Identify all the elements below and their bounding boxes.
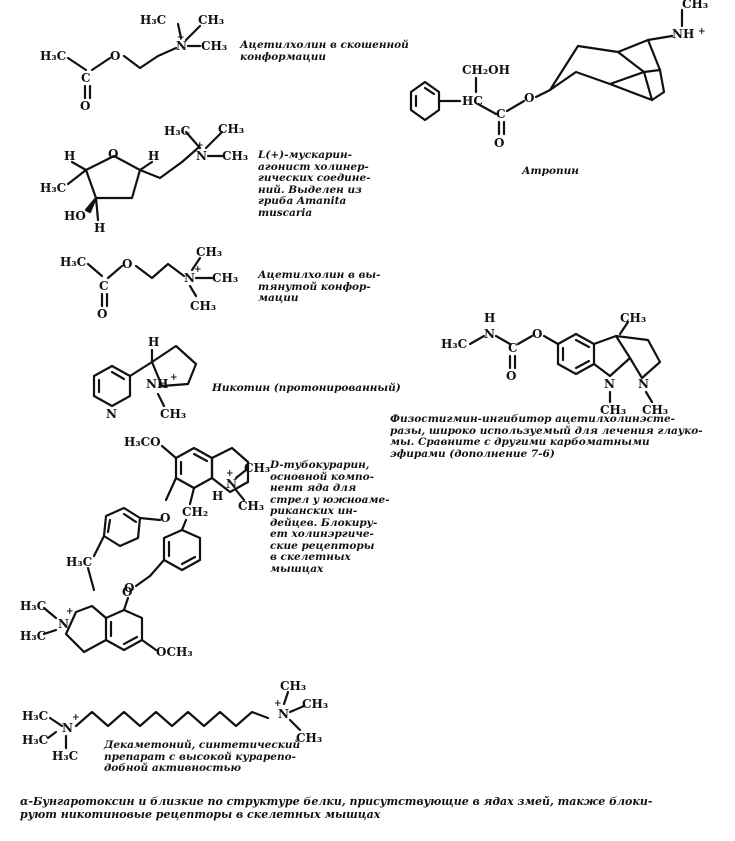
caption-acetylcholine-skewed: Ацетилхолин в скошенной конформации [240,39,409,63]
caption-physostigmine: Физостигмин-ингибитор ацетилхолинэсте- р… [390,413,703,460]
svg-text:O: O [110,49,120,63]
svg-text:CH₃: CH₃ [682,0,708,11]
svg-text:H: H [148,335,159,349]
caption-decamethonium: Декаметоний, синтетический препарат с вы… [104,739,301,774]
svg-text:N: N [176,39,187,53]
atropine-structure: HC CH₂OH C O O NH + CH₃ [409,0,708,150]
svg-text:N: N [196,149,207,163]
svg-text:OCH₃: OCH₃ [156,645,193,659]
svg-text:O: O [494,136,504,150]
svg-text:H₃C: H₃C [140,13,166,27]
svg-text:O: O [160,511,170,525]
svg-text:CH₃: CH₃ [642,403,668,417]
footnote-bungarotoxin: α-Бунгаротоксин и близкие по структуре б… [20,795,653,821]
svg-text:N: N [184,271,195,285]
svg-text:O: O [124,581,134,595]
svg-text:CH₃: CH₃ [198,13,224,27]
svg-text:N: N [58,617,69,631]
svg-text:CH₃: CH₃ [222,149,248,163]
svg-text:O: O [532,327,542,341]
svg-text:+: + [194,265,202,275]
svg-text:+: + [170,373,178,383]
svg-text:CH₃: CH₃ [190,299,216,313]
svg-text:O: O [122,257,132,271]
svg-text:C: C [99,279,109,293]
svg-text:+: + [72,713,80,723]
svg-text:N: N [106,407,117,421]
caption-atropine: Атропин [522,165,579,177]
svg-text:H: H [212,489,223,503]
svg-text:H₃C: H₃C [66,555,92,569]
caption-tubocurarine: D-тубокурарин, основной компо- нент яда … [270,459,390,575]
svg-text:C: C [496,107,506,121]
svg-text:+: + [66,607,74,617]
tubocurarine-structure: H₃CO N + CH₃ CH₃ H CH₂ O H₃C O O [20,435,270,659]
svg-text:C: C [508,341,518,355]
decamethonium-structure: H₃C N + H₃C H₃C N + CH₃ CH₃ CH₃ [22,679,328,763]
svg-text:CH₂: CH₂ [182,505,208,519]
svg-text:N: N [62,721,73,735]
svg-text:N: N [604,377,615,391]
svg-text:CH₃: CH₃ [201,39,227,53]
svg-text:O: O [506,369,516,383]
caption-nicotine: Никотин (протонированный) [212,382,401,394]
svg-text:H: H [94,221,105,235]
svg-text:H₃C: H₃C [40,181,66,195]
svg-text:+: + [196,141,204,151]
svg-text:H₃C: H₃C [22,733,48,747]
svg-text:CH₃: CH₃ [196,245,222,259]
svg-text:O: O [122,585,132,599]
svg-text:+: + [274,699,282,709]
svg-text:H₃C: H₃C [60,255,86,269]
svg-text:H: H [484,311,495,325]
svg-text:H: H [64,149,75,163]
svg-text:CH₃: CH₃ [238,499,264,513]
svg-text:H₃C: H₃C [20,599,46,613]
svg-text:C: C [81,71,91,85]
svg-text:HO: HO [64,209,86,223]
svg-text:N: N [278,707,289,721]
svg-text:CH₃: CH₃ [296,731,322,745]
svg-text:N: N [638,377,649,391]
svg-text:H₃C: H₃C [164,124,190,138]
svg-text:CH₃: CH₃ [244,461,270,475]
svg-text:O: O [524,91,534,105]
acetylcholine-extended-structure: H₃C C O O N + CH₃ CH₃ CH₃ [60,245,238,321]
svg-text:H₃C: H₃C [441,337,467,351]
caption-muscarine: L(+)-мускарин- агонист холинер- гических… [258,149,371,219]
svg-text:CH₃: CH₃ [600,403,626,417]
svg-text:CH₃: CH₃ [160,407,186,421]
nicotine-structure: N H NH + CH₃ [92,335,198,421]
svg-text:H₃C: H₃C [52,749,78,763]
svg-text:N: N [484,327,495,341]
caption-acetylcholine-extended: Ацетилхолин в вы- тянутой конфор- мации [258,269,381,304]
svg-text:O: O [97,307,107,321]
svg-text:NH: NH [672,27,694,41]
muscarine-structure: O H H₃C HO H H N + H₃C CH₃ CH₃ [40,122,248,235]
svg-text:H₃CO: H₃CO [124,435,161,449]
svg-text:N: N [226,477,237,491]
svg-text:CH₂OH: CH₂OH [462,63,510,77]
svg-text:NH: NH [146,377,168,391]
svg-text:CH₃: CH₃ [212,271,238,285]
svg-text:CH₃: CH₃ [218,122,244,136]
svg-text:+: + [226,469,234,479]
svg-text:H₃C: H₃C [20,629,46,643]
svg-text:CH₃: CH₃ [620,311,646,325]
svg-text:H₃C: H₃C [40,49,66,63]
svg-text:H: H [148,149,159,163]
svg-text:CH₃: CH₃ [280,679,306,693]
svg-text:O: O [80,99,90,113]
svg-text:H₃C: H₃C [22,709,48,723]
physostigmine-structure: H₃C N H C O O CH₃ N CH₃ N CH₃ [441,311,668,417]
svg-text:O: O [108,147,118,161]
svg-text:+: + [698,27,706,37]
svg-text:CH₃: CH₃ [302,697,328,711]
acetylcholine-skewed-structure: H₃C C O O N + H₃C CH₃ CH₃ [40,13,227,113]
